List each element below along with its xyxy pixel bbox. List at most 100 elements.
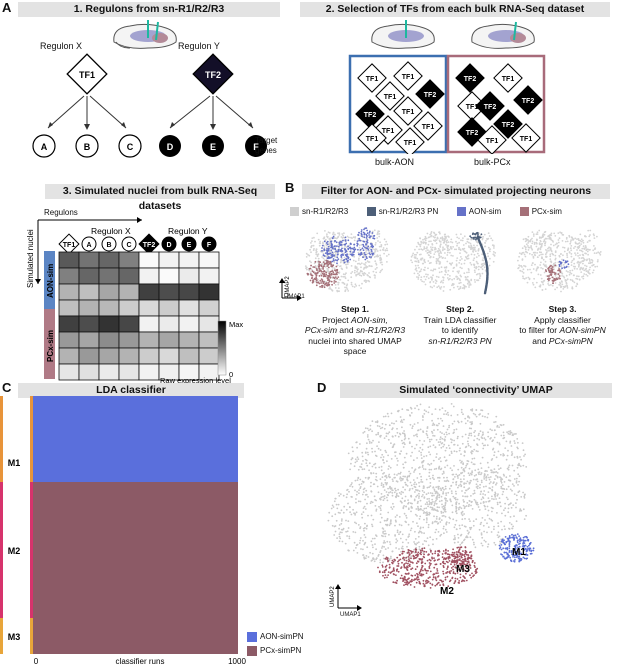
pcx-sim-point bbox=[325, 271, 328, 274]
conn-point bbox=[494, 478, 496, 480]
conn-point bbox=[525, 514, 527, 517]
conn-point bbox=[454, 490, 457, 493]
conn-point bbox=[342, 494, 345, 497]
conn-point bbox=[450, 452, 453, 454]
conn-point bbox=[473, 435, 476, 437]
conn-point bbox=[440, 489, 443, 492]
sn-point bbox=[314, 265, 317, 267]
sn-point bbox=[339, 265, 341, 268]
filter-banner: Filter for AON- and PCx- simulated proje… bbox=[302, 184, 610, 199]
conn-point bbox=[436, 506, 439, 509]
conn-point bbox=[453, 443, 455, 446]
conn-point bbox=[400, 501, 403, 503]
conn-point bbox=[444, 449, 447, 452]
m1-point bbox=[513, 538, 515, 541]
conn-point bbox=[381, 545, 384, 548]
conn-point bbox=[518, 475, 521, 478]
conn-point bbox=[357, 468, 360, 471]
conn-point bbox=[461, 510, 464, 513]
aon-sim-point bbox=[345, 258, 347, 260]
sn-point bbox=[557, 232, 560, 234]
sn-point bbox=[473, 244, 475, 247]
conn-point bbox=[515, 477, 518, 480]
m2-point bbox=[427, 577, 430, 579]
sn-point bbox=[455, 259, 458, 262]
aon-tf-6 bbox=[413, 111, 443, 141]
m2-point bbox=[429, 582, 432, 585]
conn-point bbox=[447, 491, 450, 494]
conn-point bbox=[463, 486, 466, 489]
sn-point bbox=[542, 258, 545, 261]
m2-point bbox=[421, 566, 423, 569]
aon-sim-point bbox=[365, 256, 368, 258]
m1-point bbox=[511, 533, 513, 536]
connectivity-m2: M2 bbox=[440, 586, 454, 597]
sn-point bbox=[531, 237, 533, 240]
sn-point bbox=[430, 246, 432, 248]
sn-point bbox=[458, 237, 460, 240]
conn-point bbox=[405, 517, 408, 519]
m3-point bbox=[460, 553, 462, 555]
conn-point bbox=[399, 433, 402, 436]
conn-point bbox=[452, 478, 455, 481]
pcx-sim-point bbox=[320, 265, 323, 268]
sn-point bbox=[558, 237, 561, 240]
sn-point bbox=[549, 255, 552, 258]
sn-point bbox=[566, 256, 569, 259]
conn-point bbox=[418, 466, 421, 469]
conn-point bbox=[461, 490, 463, 492]
m1-point bbox=[501, 554, 503, 556]
step2-text: Step 2. Train LDA classifier to identify… bbox=[423, 304, 497, 346]
sn-point bbox=[540, 245, 543, 248]
sn-point bbox=[466, 282, 469, 285]
m2-point bbox=[404, 583, 407, 586]
conn-point bbox=[385, 475, 387, 478]
aon-sim-point bbox=[332, 235, 335, 238]
conn-point bbox=[522, 464, 525, 467]
conn-point bbox=[415, 483, 418, 486]
conn-point bbox=[395, 480, 398, 482]
hm-col-label-2: B bbox=[106, 242, 111, 249]
conn-point bbox=[380, 504, 382, 507]
sn-point bbox=[439, 261, 442, 263]
m2-point bbox=[387, 560, 389, 563]
m1-point bbox=[514, 544, 517, 547]
conn-point bbox=[446, 464, 449, 467]
hm-cell bbox=[138, 363, 160, 381]
sn-point bbox=[353, 239, 356, 242]
conn-point bbox=[480, 481, 483, 484]
pcx-sim-point bbox=[547, 275, 549, 277]
m1-point bbox=[503, 551, 506, 554]
conn-point bbox=[496, 475, 499, 478]
conn-point bbox=[500, 520, 502, 523]
conn-point bbox=[438, 500, 441, 503]
sn-point bbox=[568, 251, 571, 253]
sn-point bbox=[423, 246, 426, 248]
conn-point bbox=[408, 533, 411, 536]
sn-point bbox=[384, 243, 387, 246]
conn-point bbox=[505, 488, 508, 491]
sn-point bbox=[479, 234, 482, 237]
conn-point bbox=[348, 537, 351, 540]
conn-point bbox=[436, 424, 439, 427]
m1-point bbox=[509, 541, 511, 543]
hm-cell bbox=[178, 315, 200, 333]
conn-point bbox=[380, 484, 383, 487]
conn-point bbox=[422, 509, 424, 512]
conn-point bbox=[421, 532, 423, 534]
sn-point bbox=[518, 255, 520, 258]
sn-point bbox=[527, 276, 530, 279]
conn-point bbox=[486, 514, 489, 517]
conn-point bbox=[435, 490, 437, 493]
conn-point bbox=[475, 450, 478, 452]
pn-point bbox=[474, 236, 476, 239]
conn-point bbox=[390, 458, 393, 460]
sn-point bbox=[340, 236, 343, 238]
conn-point bbox=[500, 485, 503, 488]
sn-point bbox=[481, 238, 484, 241]
sn-point bbox=[364, 272, 367, 275]
conn-point bbox=[438, 496, 441, 499]
conn-point bbox=[472, 478, 475, 481]
sn-point bbox=[520, 265, 523, 267]
conn-point bbox=[423, 455, 425, 458]
